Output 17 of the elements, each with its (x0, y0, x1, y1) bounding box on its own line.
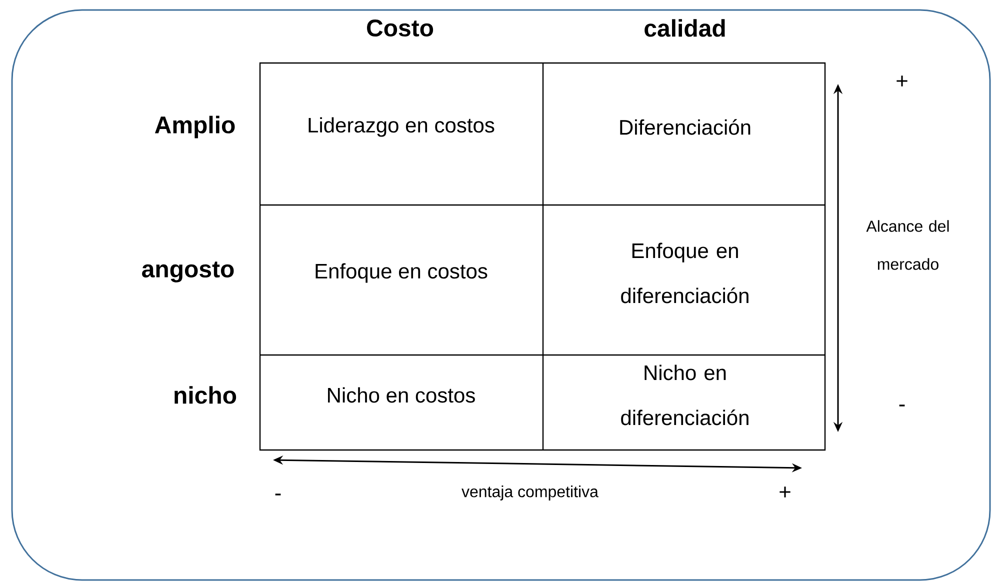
cell-text: Liderazgo en costos (308, 117, 494, 137)
sign-label: - (275, 494, 281, 496)
axis-label: ventaja competitiva (462, 486, 598, 500)
cell-text: Diferenciación (620, 119, 750, 135)
row-header: Amplio (154, 116, 235, 138)
sign-label: + (780, 486, 790, 498)
row-header: angosto (142, 262, 234, 282)
cell-text: Nicho en costos (328, 387, 475, 403)
cell-text: Nicho en diferenciación (621, 364, 748, 426)
row-header: nicho (174, 386, 236, 404)
sign-label: + (896, 76, 908, 86)
cell-text: Enfoque en costos (316, 263, 488, 283)
axis-label: Alcance del mercado (866, 220, 949, 270)
cell-text: Enfoque en diferenciación (621, 242, 748, 304)
sign-label: - (899, 404, 905, 406)
column-header: calidad (644, 19, 725, 37)
column-header: Costo (367, 20, 434, 36)
